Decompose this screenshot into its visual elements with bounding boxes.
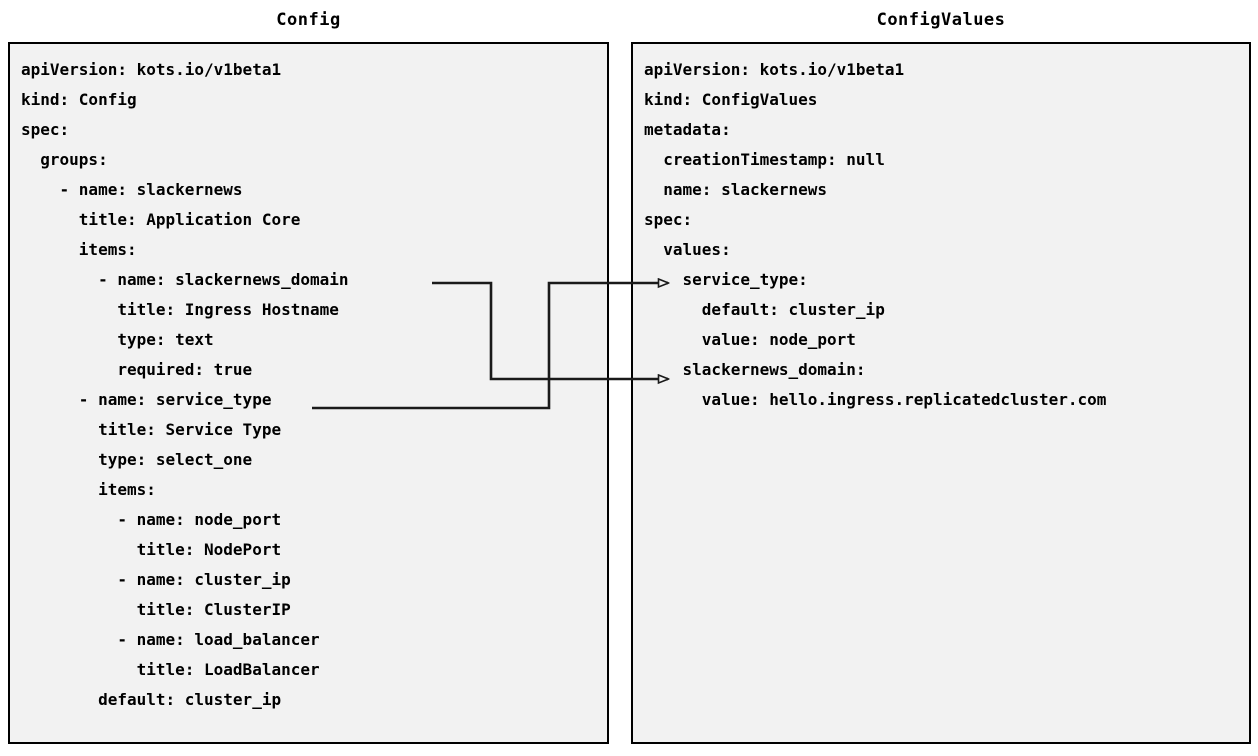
yaml-line: default: cluster_ip [21,690,282,709]
yaml-line: apiVersion: kots.io/v1beta1 [644,60,905,79]
yaml-line: default: cluster_ip [644,300,885,319]
configvalues-panel-title: ConfigValues [876,10,1006,30]
yaml-line: title: Service Type [21,420,282,439]
config-yaml-body: apiVersion: kots.io/v1beta1 kind: Config s… [10,44,349,715]
yaml-line: spec: [21,120,70,139]
yaml-line: required: true [21,360,253,379]
yaml-line: title: ClusterIP [21,600,291,619]
yaml-line: spec: [644,210,693,229]
yaml-line: title: Ingress Hostname [21,300,339,319]
yaml-line: - name: slackernews [21,180,243,199]
yaml-line: value: node_port [644,330,856,349]
yaml-line: items: [21,480,156,499]
yaml-line: title: NodePort [21,540,282,559]
yaml-line: - name: cluster_ip [21,570,291,589]
yaml-line: title: LoadBalancer [21,660,320,679]
config-panel-title: Config [276,10,341,30]
config-panel: apiVersion: kots.io/v1beta1 kind: Config s… [8,42,609,744]
yaml-line: type: select_one [21,450,253,469]
yaml-line: - name: load_balancer [21,630,320,649]
yaml-line: slackernews_domain: [644,360,866,379]
yaml-line: - name: slackernews_domain [21,270,349,289]
yaml-line: service_type: [644,270,808,289]
yaml-line: title: Application Core [21,210,301,229]
yaml-line: groups: [21,150,108,169]
yaml-line: metadata: [644,120,731,139]
yaml-line: items: [21,240,137,259]
configvalues-yaml-body: apiVersion: kots.io/v1beta1 kind: ConfigV… [633,44,1106,415]
yaml-line: value: hello.ingress.replicatedcluster.c… [644,390,1107,409]
yaml-line: name: slackernews [644,180,828,199]
configvalues-panel: apiVersion: kots.io/v1beta1 kind: ConfigV… [631,42,1251,744]
yaml-line: values: [644,240,731,259]
yaml-line: - name: node_port [21,510,282,529]
yaml-line: creationTimestamp: null [644,150,885,169]
yaml-line: - name: service_type [21,390,272,409]
yaml-line: kind: ConfigValues [644,90,818,109]
yaml-line: kind: Config [21,90,137,109]
yaml-line: type: text [21,330,214,349]
yaml-line: apiVersion: kots.io/v1beta1 [21,60,282,79]
